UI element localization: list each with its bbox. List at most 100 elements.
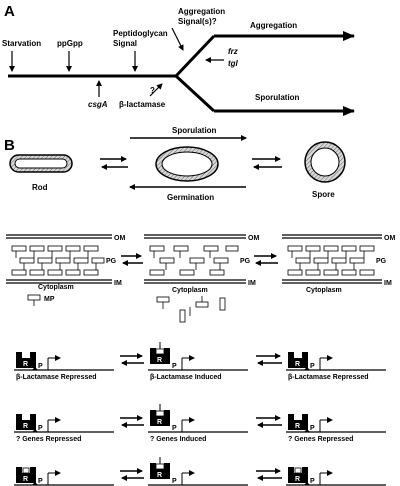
germination-label: Germination <box>167 193 214 202</box>
om-label-1: OM <box>114 235 125 242</box>
repressor-label: R <box>295 476 300 483</box>
beta-lactamase-label: β-lactamase <box>119 100 166 109</box>
operator-site <box>304 482 310 485</box>
repressor-protein <box>150 348 170 364</box>
rod-label: Rod <box>32 183 48 192</box>
pg-label-2: PG <box>240 258 251 265</box>
om-label-3: OM <box>384 235 395 242</box>
promoter-label: P <box>172 478 177 485</box>
repressor-protein <box>16 414 36 430</box>
released-fragments <box>156 296 226 323</box>
promoter-label: P <box>172 425 177 432</box>
inducer-fragment <box>155 348 165 355</box>
repressor-protein <box>150 463 170 479</box>
im-label-2: IM <box>248 280 256 287</box>
mp-fragment <box>27 294 41 301</box>
repressor-label: R <box>157 357 162 364</box>
peptidoglycan-label: Peptidoglycan <box>113 29 168 38</box>
panel-a-letter: A <box>4 3 15 20</box>
repressor-label: R <box>295 423 300 430</box>
envelope-row: OM PG Cytoplasm IM MP OM <box>6 234 395 323</box>
repressor-label: R <box>23 361 28 368</box>
repressor-protein <box>150 410 170 426</box>
csga-label: csgA <box>88 100 108 109</box>
envelope-1: OM PG Cytoplasm IM MP <box>6 234 125 306</box>
operon-2-2: P R ? Genes Induced <box>148 404 248 443</box>
aggregation-signal-arrow <box>171 27 184 51</box>
aggregation-signal-label-2: Signal(s)? <box>178 17 217 26</box>
mp-label: MP <box>44 296 55 303</box>
frz-label: frz <box>228 47 238 56</box>
im-label-3: IM <box>384 280 392 287</box>
promoter-label: P <box>310 425 315 432</box>
envelope-2: OM PG Cytoplasm IM <box>144 234 259 323</box>
operon-state-label: β-Lactamase Repressed <box>288 374 369 381</box>
pg-mesh-1 <box>11 245 105 276</box>
inducer-fragment <box>155 410 165 417</box>
operon-state-label: ? Genes Induced <box>150 436 206 443</box>
rod-cell-inner <box>14 158 68 169</box>
om-label-2: OM <box>248 235 259 242</box>
sporulation-branch-diagonal <box>174 74 216 113</box>
promoter-label: P <box>38 363 43 370</box>
promoter-label: P <box>310 478 315 485</box>
sporulation-b-label: Sporulation <box>172 126 217 135</box>
repressor-label: R <box>23 423 28 430</box>
repressor-label: R <box>157 419 162 426</box>
repressor-label: R <box>295 361 300 368</box>
panel-b-letter: B <box>4 137 15 154</box>
operon-2-1: P R ? Genes Repressed <box>14 414 114 443</box>
cytoplasm-label-2: Cytoplasm <box>172 287 208 294</box>
operon-3-2: PR? Genes Induced <box>148 457 248 486</box>
promoter-label: P <box>172 363 177 370</box>
im-label-1: IM <box>114 280 122 287</box>
repressor-protein <box>288 414 308 430</box>
repressor-label: R <box>23 476 28 483</box>
sporulation-label: Sporulation <box>255 93 300 102</box>
operator-site <box>32 367 38 370</box>
promoter-label: P <box>38 425 43 432</box>
peptidoglycan-signal-label: Signal <box>113 39 137 48</box>
pg-label-3: PG <box>376 258 387 265</box>
aggregation-label: Aggregation <box>250 21 297 30</box>
repressor-protein <box>288 467 308 483</box>
tgl-label: tgl <box>228 59 239 68</box>
beta-lactamase-arrow <box>149 83 163 97</box>
operon-state-label: ? Genes Repressed <box>16 436 81 443</box>
spore-inner <box>310 147 340 177</box>
operon-state-label: β-Lactamase Repressed <box>16 374 97 381</box>
pg-mesh-2 <box>149 245 239 276</box>
pg-mesh-3 <box>287 245 375 276</box>
operator-site <box>304 429 310 432</box>
repressor-protein <box>288 352 308 368</box>
operon-state-label: β-Lactamase Induced <box>150 374 222 381</box>
promoter-label: P <box>310 363 315 370</box>
pg-label-1: PG <box>106 258 117 265</box>
repressor-label: R <box>157 472 162 479</box>
operon-1-2: P Rβ-Lactamase Induced <box>148 342 248 381</box>
operon-3-3: PR? Genes Induced <box>286 467 386 486</box>
repressor-protein <box>16 467 36 483</box>
operator-site <box>304 367 310 370</box>
aggregation-branch-diagonal <box>174 34 216 78</box>
operator-site <box>32 482 38 485</box>
operon-1-1: P Rβ-Lactamase Repressed <box>14 352 114 381</box>
corepressor-fragment <box>22 467 30 474</box>
corepressor-fragment <box>294 467 302 474</box>
envelope-3: OM PG Cytoplasm IM <box>282 234 395 294</box>
inducer-fragment <box>155 463 165 470</box>
ppgpp-label: ppGpp <box>57 39 83 48</box>
starvation-label: Starvation <box>2 39 41 48</box>
cytoplasm-label-1: Cytoplasm <box>38 284 74 291</box>
spore-label: Spore <box>312 190 335 199</box>
intermediate-cell-inner <box>161 151 213 177</box>
promoter-label: P <box>38 478 43 485</box>
panel-b: B Rod Sporulation Germination Spore <box>4 126 346 202</box>
repressor-protein <box>16 352 36 368</box>
question-label: ? <box>150 86 155 95</box>
operon-3-1: PR? Genes Induced <box>14 467 114 486</box>
operon-2-3: PR? Genes Repressed <box>286 414 386 443</box>
aggregation-signal-label: Aggregation <box>178 7 225 16</box>
